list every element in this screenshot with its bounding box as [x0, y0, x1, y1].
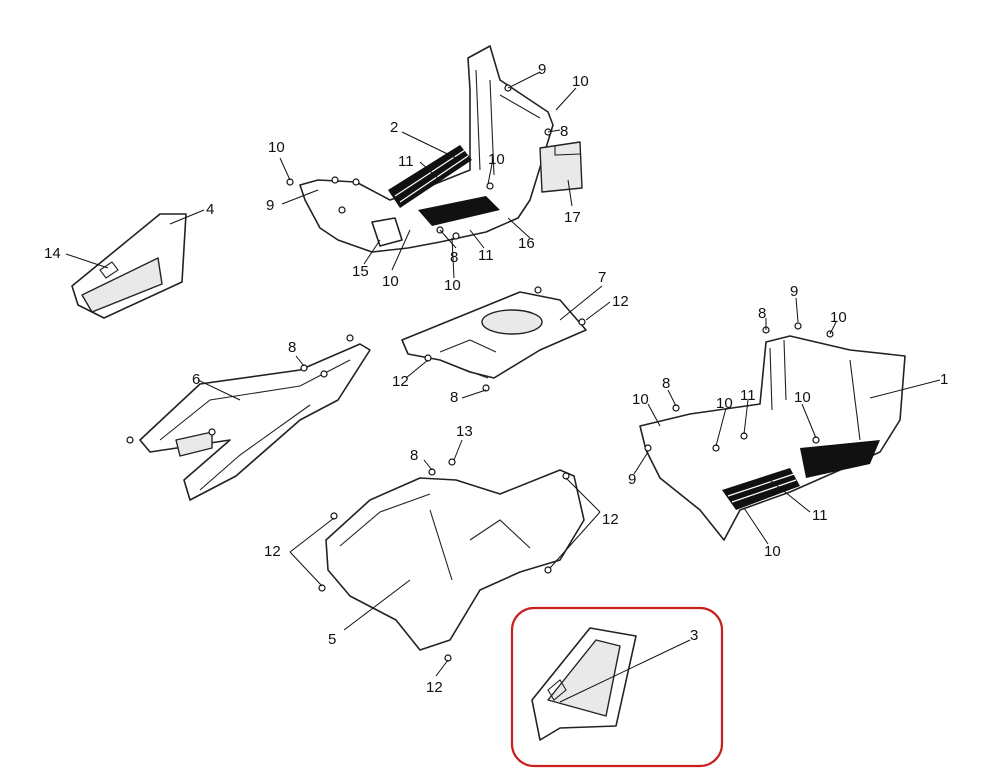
- part-2-footwell-left: [299, 45, 583, 253]
- callout-10: 10: [794, 389, 811, 406]
- callout-11: 11: [812, 507, 828, 524]
- callout-11: 11: [398, 153, 414, 170]
- callout-7: 7: [598, 269, 606, 286]
- part-6-rail: [139, 343, 371, 501]
- callout-9: 9: [266, 197, 274, 214]
- part-5-front-fender: [325, 469, 585, 651]
- callout-8: 8: [288, 339, 296, 356]
- callout-12: 12: [264, 543, 281, 560]
- screw-fasteners: [126, 84, 834, 662]
- callout-4: 4: [206, 201, 214, 218]
- callout-labels: 9 10 8 2 11 10 10 9 17 16 11 8 10 10 15 …: [44, 61, 948, 696]
- callout-9: 9: [628, 471, 636, 488]
- callout-12: 12: [602, 511, 619, 528]
- callout-2: 2: [390, 119, 398, 136]
- part-1-footwell-right: [639, 335, 906, 541]
- callout-10: 10: [268, 139, 285, 156]
- callout-10: 10: [764, 543, 781, 560]
- callout-10: 10: [830, 309, 847, 326]
- callout-15: 15: [352, 263, 369, 280]
- callout-14: 14: [44, 245, 61, 262]
- callout-11: 11: [740, 387, 756, 404]
- callout-1: 1: [940, 371, 948, 388]
- part-7-seat-base: [401, 291, 587, 379]
- callout-12: 12: [392, 373, 409, 390]
- part-3-side-cover: [531, 627, 637, 741]
- callout-8: 8: [450, 249, 458, 266]
- callout-17: 17: [564, 209, 581, 226]
- highlight-box-part-3: [510, 606, 724, 768]
- callout-13: 13: [456, 423, 473, 440]
- callout-16: 16: [518, 235, 535, 252]
- callout-10: 10: [488, 151, 505, 168]
- leader-lines: [65, 71, 941, 703]
- callout-10: 10: [382, 273, 399, 290]
- callout-10: 10: [444, 277, 461, 294]
- callout-12: 12: [426, 679, 443, 696]
- callout-9: 9: [538, 61, 546, 78]
- callout-11: 11: [478, 247, 494, 264]
- callout-12: 12: [612, 293, 629, 310]
- part-4-side-panel: [71, 213, 187, 319]
- callout-8: 8: [662, 375, 670, 392]
- callout-3: 3: [690, 627, 698, 644]
- callout-10: 10: [632, 391, 649, 408]
- callout-8: 8: [410, 447, 418, 464]
- callout-8: 8: [560, 123, 568, 140]
- callout-10: 10: [716, 395, 733, 412]
- callout-5: 5: [328, 631, 336, 648]
- callout-8: 8: [450, 389, 458, 406]
- callout-10: 10: [572, 73, 589, 90]
- callout-8: 8: [758, 305, 766, 322]
- callout-6: 6: [192, 371, 200, 388]
- callout-9: 9: [790, 283, 798, 300]
